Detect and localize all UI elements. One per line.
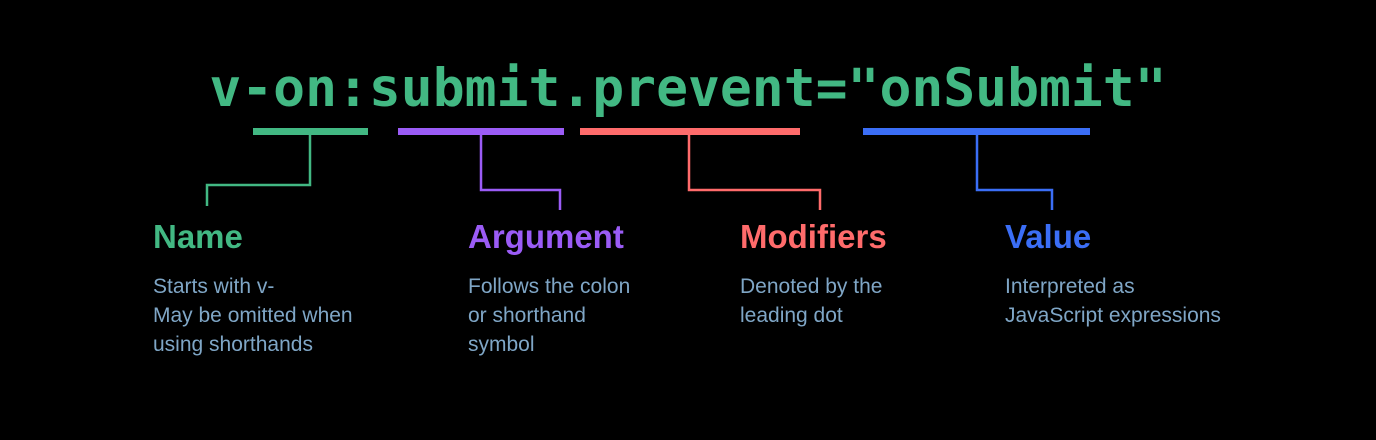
segment-elbow-argument: [479, 135, 562, 210]
segment-elbow-value: [975, 135, 1054, 210]
label-column-argument: Argument Follows the colon or shorthand …: [468, 218, 728, 359]
column-title-modifiers: Modifiers: [740, 218, 887, 255]
segment-bar-name: [253, 128, 368, 135]
column-description-value: Interpreted as JavaScript expressions: [1005, 275, 1221, 327]
segment-bar-modifiers: [580, 128, 800, 135]
column-description-modifiers: Denoted by the leading dot: [740, 275, 883, 327]
column-title-value: Value: [1005, 218, 1092, 255]
segment-bar-value: [863, 128, 1090, 135]
label-column-value: Value Interpreted as JavaScript expressi…: [1005, 218, 1335, 330]
segment-elbow-name: [205, 135, 312, 206]
column-title-argument: Argument: [468, 218, 624, 255]
label-column-modifiers: Modifiers Denoted by the leading dot: [740, 218, 990, 330]
column-title-name: Name: [153, 218, 243, 255]
segment-connector-modifiers: [580, 128, 822, 210]
code-expression: v-on:submit.prevent="onSubmit": [209, 58, 1167, 119]
column-description-name: Starts with v- May be omitted when using…: [153, 275, 353, 356]
column-description-argument: Follows the colon or shorthand symbol: [468, 275, 631, 356]
segment-elbow-modifiers: [687, 135, 822, 210]
segment-connector-value: [863, 128, 1090, 210]
segment-connector-name: [205, 128, 368, 206]
segment-bar-argument: [398, 128, 564, 135]
label-column-name: Name Starts with v- May be omitted when …: [153, 218, 453, 359]
segment-connector-argument: [398, 128, 564, 210]
